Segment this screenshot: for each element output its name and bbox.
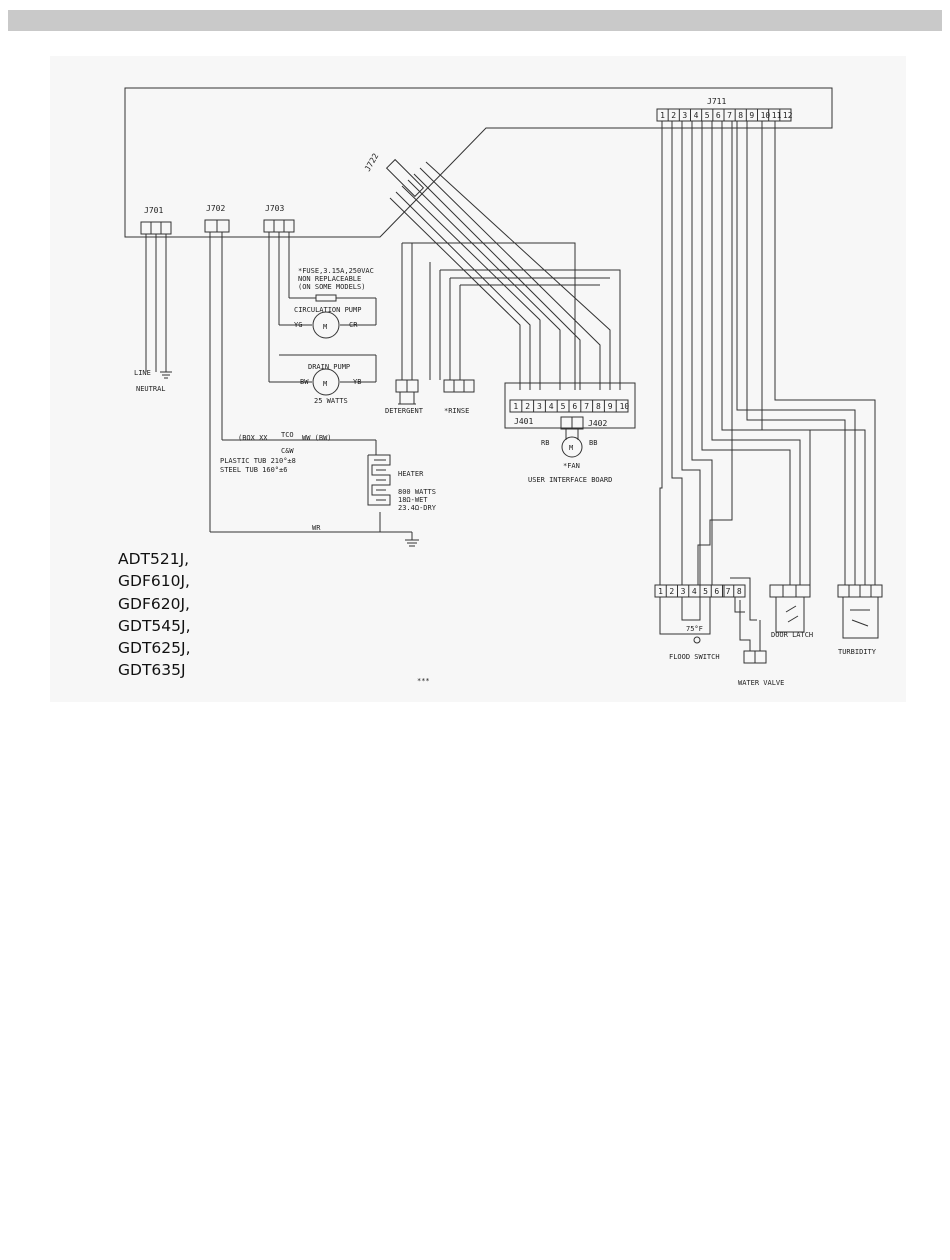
drain-pump-motor-symbol: M — [323, 380, 327, 388]
turbidity-label: TURBIDITY — [838, 648, 877, 656]
j702-label: J702 — [206, 204, 225, 213]
pin-number: 9 — [608, 402, 613, 411]
rinse-connector — [443, 379, 475, 393]
fan-label: *FAN — [563, 462, 580, 470]
flood-switch-label: FLOOD SWITCH — [669, 653, 720, 661]
pin-number: 10 — [761, 111, 771, 120]
pin-number: 5 — [703, 587, 708, 596]
pin-number: 7 — [727, 111, 732, 120]
fan-wire-left: RB — [541, 439, 549, 447]
model-item: GDT545J, — [118, 616, 191, 635]
pin-number: 4 — [549, 402, 554, 411]
drain-wire-right: YB — [353, 378, 361, 386]
circulation-pump-label: CIRCULATION PUMP — [294, 306, 361, 314]
rinse-label: *RINSE — [444, 407, 469, 415]
pin-number: 8 — [596, 402, 601, 411]
neutral-label: NEUTRAL — [136, 385, 166, 393]
pin-number: 1 — [660, 111, 665, 120]
pin-number: 1 — [658, 587, 663, 596]
j711-label: J711 — [707, 97, 726, 106]
heater-spec-2: 18Ω-WET — [398, 496, 428, 504]
fuse-note-2: NON REPLACEABLE — [298, 275, 361, 283]
j701-connector — [140, 221, 172, 235]
user-interface-board-label: USER INTERFACE BOARD — [528, 476, 612, 484]
pin-number: 8 — [738, 111, 743, 120]
pin-number: 1 — [513, 402, 518, 411]
j401-label: J401 — [514, 417, 533, 426]
j402-label: J402 — [588, 419, 607, 428]
pin-number: 3 — [681, 587, 686, 596]
j703-connector — [263, 219, 295, 233]
pin-number: 2 — [525, 402, 530, 411]
pin-number: 5 — [705, 111, 710, 120]
model-item: GDF610J, — [118, 572, 190, 591]
tco-wire-right: WW (BW) — [302, 434, 332, 442]
pin-number: 8 — [737, 587, 742, 596]
diagram-background — [50, 56, 906, 702]
circulation-pump-motor — [312, 311, 340, 339]
fan-motor-symbol: M — [569, 444, 573, 452]
drain-pump-label: DRAIN PUMP — [308, 363, 350, 371]
fuse-note-1: *FUSE,3.15A,250VAC — [298, 267, 374, 275]
heater-spec-3: 23.4Ω-DRY — [398, 504, 437, 512]
heater-element — [367, 454, 391, 506]
plastic-tub-label: PLASTIC TUB 210°±8 — [220, 457, 296, 465]
pin-number: 4 — [692, 587, 697, 596]
pin-number: 2 — [671, 111, 676, 120]
pin-number: 2 — [669, 587, 674, 596]
header-bar — [8, 10, 942, 31]
pin-number: 4 — [694, 111, 699, 120]
pin-number: 6 — [716, 111, 721, 120]
pin-number: 9 — [749, 111, 754, 120]
tco-label: TCO — [281, 431, 294, 439]
pin-number: 6 — [714, 587, 719, 596]
model-item: GDT635J — [118, 661, 186, 680]
j722-connector — [385, 158, 425, 198]
drain-pump-rating: 25 WATTS — [314, 397, 348, 405]
user-interface-board-outline — [504, 382, 636, 429]
j701-label: J701 — [144, 206, 163, 215]
j703-label: J703 — [265, 204, 284, 213]
door-latch-connector — [769, 584, 811, 598]
pin-number: 7 — [584, 402, 589, 411]
pin-number: 5 — [561, 402, 566, 411]
control-board-outline — [124, 87, 833, 238]
pin-number: 12 — [783, 111, 793, 120]
door-latch-label: DOOR LATCH — [771, 631, 813, 639]
flood-temp: 75°F — [686, 625, 703, 633]
model-item: GDF620J, — [118, 594, 190, 613]
drain-pump-motor — [312, 368, 340, 396]
pin-number: 11 — [772, 111, 782, 120]
steel-tub-label: STEEL TUB 160°±6 — [220, 466, 287, 474]
fan-wire-right: BB — [589, 439, 597, 447]
footer-mark: *** — [417, 677, 430, 685]
j722-label: J722 — [363, 152, 381, 173]
model-item: ADT521J, — [118, 550, 190, 568]
heater-return-wire: WR — [312, 524, 321, 532]
detergent-label: DETERGENT — [385, 407, 424, 415]
fan-motor — [561, 436, 583, 458]
line-label: LINE — [134, 369, 151, 377]
pin-number: 3 — [682, 111, 687, 120]
circ-pump-wire-right: CR — [349, 321, 358, 329]
model-list: ADT521J, GDF610J, GDF620J, GDT545J, GDT6… — [118, 548, 191, 682]
heater-label: HEATER — [398, 470, 424, 478]
pin-number: 3 — [537, 402, 542, 411]
fuse — [315, 294, 337, 302]
heater-spec-1: 800 WATTS — [398, 488, 436, 496]
circ-pump-motor-symbol: M — [323, 323, 327, 331]
pin-number: 6 — [572, 402, 577, 411]
pin-number: 10 — [620, 402, 630, 411]
water-valve-label: WATER VALVE — [738, 679, 784, 687]
tco-temp: C&W — [281, 447, 294, 455]
model-item: GDT625J, — [118, 639, 191, 658]
fuse-note-3: (ON SOME MODELS) — [298, 283, 365, 291]
tco-wire-left: (BOX XX — [238, 434, 268, 442]
pin-number: 7 — [726, 587, 731, 596]
drain-wire-left: BW — [300, 378, 309, 386]
circ-pump-wire-left: YG — [294, 321, 302, 329]
